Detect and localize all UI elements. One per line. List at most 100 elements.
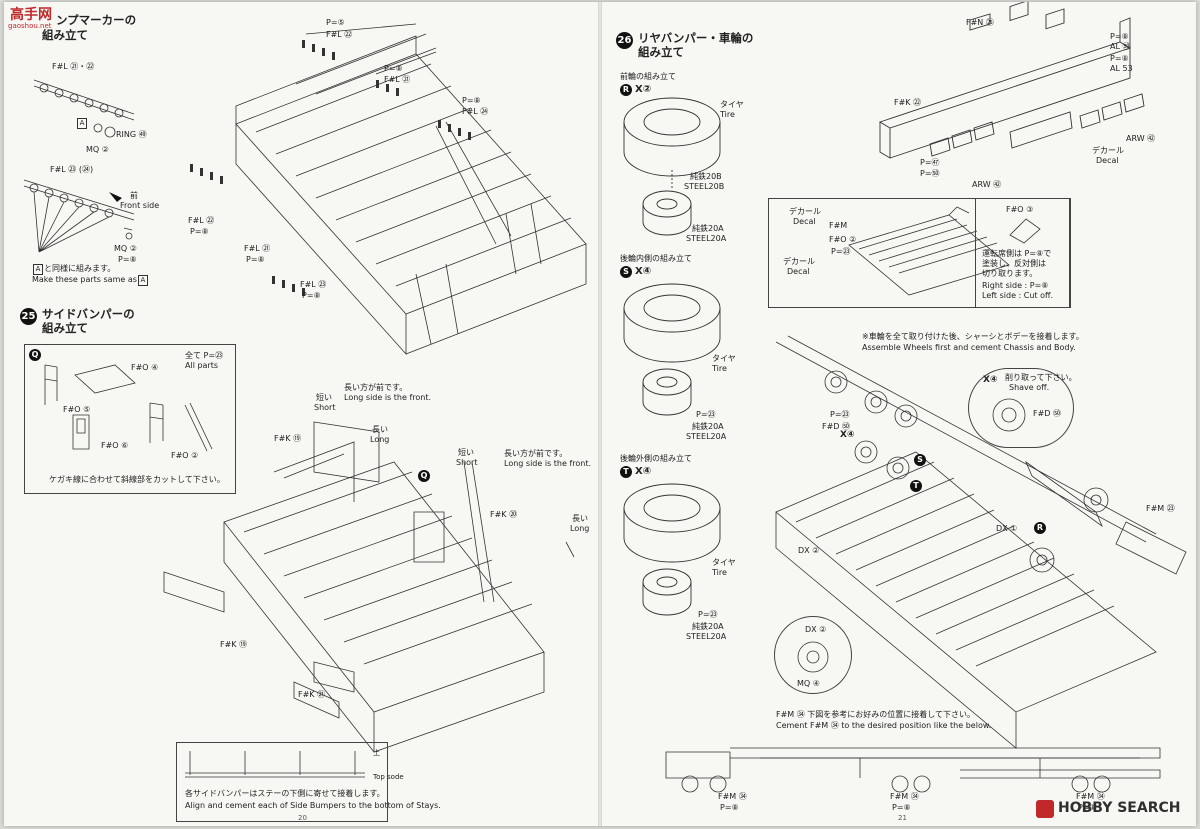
rear-outer-title: 後輪外側の組み立て bbox=[620, 454, 692, 463]
trailer-upper-drawing bbox=[190, 23, 587, 356]
same-jp-text: と同様に組みます。 bbox=[44, 264, 116, 273]
label-steel20a-jp-3: 純鉄20A bbox=[692, 622, 724, 631]
label-detail-fo2: F#O ② bbox=[829, 235, 857, 244]
label-long-side-jp2: 長い方が前です。 bbox=[504, 449, 568, 458]
label-right-side: Right side : P=⑧ bbox=[982, 281, 1049, 290]
bumper-note-box: 上 Top sode 各サイドバンパーはステーの下側に寄せて接着します。 Ali… bbox=[176, 742, 441, 822]
left-page: 高手网 gaoshou.net ンプマーカーの 組み立て F#L ㉑・㉒ A R… bbox=[4, 2, 600, 826]
label-short-en: Short bbox=[314, 403, 336, 412]
label-fm34-c: F#M ㉞ bbox=[1076, 792, 1105, 801]
label-fo3: F#O ③ bbox=[1006, 205, 1034, 214]
label-p8-b: P=⑧ bbox=[462, 96, 481, 105]
label-short-jp2: 短い bbox=[458, 448, 474, 457]
label-long-side-en2: Long side is the front. bbox=[504, 459, 592, 468]
label-all-jp: 全て P=㉓ bbox=[185, 351, 224, 360]
label-arw72-bottom: ARW ㊷ bbox=[972, 180, 1002, 189]
label-fk20: F#K ⑳ bbox=[490, 510, 518, 519]
instruction-spread: 高手网 gaoshou.net ンプマーカーの 組み立て F#L ㉑・㉒ A R… bbox=[4, 2, 1196, 826]
rear-outer-count: X④ bbox=[635, 466, 652, 477]
right-page-number: 21 bbox=[898, 814, 907, 822]
label-short-en2: Short bbox=[456, 458, 478, 467]
label-long-en2: Long bbox=[570, 524, 590, 533]
label-front-en: Front side bbox=[120, 201, 160, 210]
label-fo6: F#O ⑥ bbox=[101, 441, 129, 450]
watermark-url: gaoshou.net bbox=[8, 22, 52, 30]
hub-detail-drawing bbox=[992, 398, 1026, 432]
front-wheel-count: X② bbox=[635, 84, 652, 95]
label-fd50-detail: F#D ㊿ bbox=[1033, 409, 1062, 418]
box-a-small-2: A bbox=[137, 275, 148, 286]
detail-box: F#O ③ 運転席側は P=⑧で 塗装し、反対側は 切り取ります。 Right … bbox=[768, 198, 1071, 308]
label-detail-decal-jp: デカール bbox=[789, 207, 821, 216]
label-tire-jp-2: タイヤ bbox=[712, 354, 736, 363]
label-cut-jp: ケガキ線に合わせて斜線部をカットして下さい。 bbox=[49, 475, 225, 484]
label-all-en: All parts bbox=[185, 361, 219, 370]
label-steel20a-en-1: STEEL20A bbox=[686, 234, 727, 243]
label-p5: P=⑤ bbox=[326, 18, 345, 27]
badge-s-assembly: S bbox=[914, 454, 926, 466]
label-bumper-note-jp: 各サイドバンパーはステーの下側に寄せて接着します。 bbox=[185, 789, 385, 798]
step24-title-line1: ンプマーカーの bbox=[56, 13, 137, 27]
label-decal-jp: デカール bbox=[1092, 146, 1124, 155]
label-p52: P=㊼ bbox=[920, 158, 940, 167]
label-fm34-b: F#M ㉞ bbox=[890, 792, 919, 801]
label-detail-fm: F#M bbox=[829, 221, 848, 230]
wheel-closeup-drawing bbox=[797, 641, 829, 673]
label-decal-en: Decal bbox=[1096, 156, 1119, 165]
label-steel20a-jp-2: 純鉄20A bbox=[692, 422, 724, 431]
label-p8-e: P=⑧ bbox=[302, 291, 321, 300]
label-detail-decal-en2: Decal bbox=[787, 267, 810, 276]
rear-inner-title: 後輪内側の組み立て bbox=[620, 254, 692, 263]
label-dx1: DX ① bbox=[996, 524, 1018, 533]
label-assembly-note-en: Assemble Wheels first and cement Chassis… bbox=[862, 343, 1076, 352]
box-a-label: A bbox=[76, 118, 88, 129]
label-dx2: DX ② bbox=[798, 546, 820, 555]
label-steel20b-en: STEEL20B bbox=[684, 182, 725, 191]
label-al54: AL ㊿ bbox=[1110, 42, 1131, 51]
label-tire-en-1: Tire bbox=[720, 110, 735, 119]
step25-parts-drawing bbox=[44, 364, 213, 452]
label-steel20a-jp-1: 純鉄20A bbox=[692, 224, 724, 233]
label-circle-dx2: DX ② bbox=[805, 625, 827, 634]
rear-bumper-drawing bbox=[878, 2, 1145, 159]
label-long-en: Long bbox=[370, 435, 390, 444]
label-fd-assembly: F#D ㊿ bbox=[822, 422, 851, 431]
label-fl21-top: F#L ㉑ bbox=[384, 75, 411, 84]
step25-number: 25 bbox=[20, 308, 37, 325]
label-p50: P=㊿ bbox=[920, 169, 940, 178]
chassis-assembly-drawing bbox=[775, 335, 1187, 749]
label-left-side: Left side : Cut off. bbox=[982, 291, 1054, 300]
label-fk22: F#K ㉒ bbox=[894, 98, 922, 107]
detail-subbox: F#O ③ 運転席側は P=⑧で 塗装し、反対側は 切り取ります。 Right … bbox=[975, 198, 1071, 308]
front-wheel-badge: R bbox=[620, 84, 632, 96]
label-circle-mq4: MQ ④ bbox=[797, 679, 820, 688]
step25-badge-q: Q bbox=[29, 349, 41, 361]
shave-detail-circle: X④ 削り取って下さい。 Shave off. F#D ㊿ bbox=[968, 368, 1077, 448]
label-short-jp: 短い bbox=[316, 393, 332, 402]
label-fl21-left: F#L ㉑ bbox=[244, 244, 271, 253]
label-al53: AL 53 bbox=[1110, 64, 1133, 73]
left-page-number: 20 bbox=[298, 814, 307, 822]
hobbysearch-logo-icon bbox=[1036, 800, 1054, 818]
step24-title-line2: 組み立て bbox=[42, 28, 88, 42]
label-long-side-jp: 長い方が前です。 bbox=[344, 383, 408, 392]
hobbysearch-watermark: HOBBY SEARCH bbox=[1058, 800, 1181, 816]
right-page: 26 リヤバンパー・車輪の 組み立て 前輪の組み立て R X② タイヤ Tire… bbox=[600, 2, 1196, 826]
label-fo5: F#O ⑤ bbox=[63, 405, 91, 414]
label-long-side-en: Long side is the front. bbox=[344, 393, 432, 402]
label-p8-bottom-c: P=⑧ bbox=[1078, 803, 1097, 812]
label-p8-step24: P=⑧ bbox=[118, 255, 137, 264]
label-p8-bumper-a: P=⑧ bbox=[1110, 32, 1129, 41]
front-wheel-title: 前輪の組み立て bbox=[620, 72, 676, 81]
front-wheel-drawing bbox=[623, 97, 721, 236]
label-paint-jp1: 運転席側は P=⑧で bbox=[982, 249, 1052, 258]
label-shave-count: X④ bbox=[983, 375, 998, 385]
label-x4-assembly: X④ bbox=[840, 430, 855, 440]
rear-outer-drawing bbox=[623, 483, 721, 616]
label-p8-a: P=⑧ bbox=[384, 64, 403, 73]
label-fl22-left: F#L ㉒ bbox=[188, 216, 215, 225]
spread-gutter bbox=[598, 2, 602, 826]
label-p8-d: P=⑧ bbox=[246, 255, 265, 264]
step24-marker-drawing bbox=[23, 79, 135, 253]
